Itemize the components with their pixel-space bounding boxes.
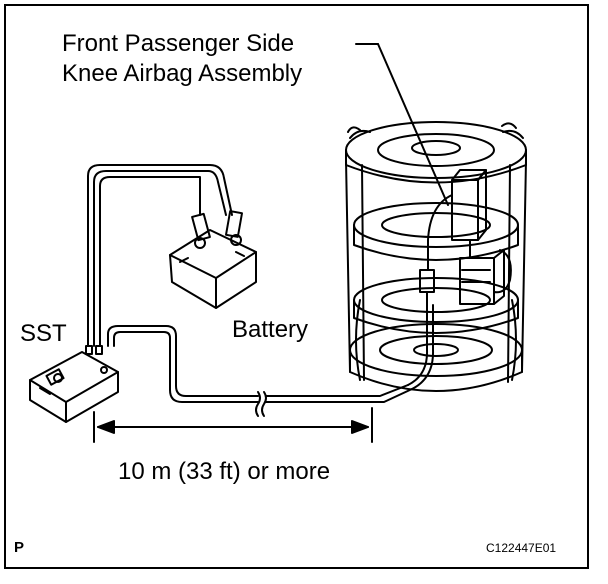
battery-label: Battery bbox=[232, 316, 309, 343]
figure-frame bbox=[4, 4, 589, 569]
distance-label: 10 m (33 ft) or more bbox=[118, 458, 331, 485]
airbag-label-line1: Front Passenger Side bbox=[62, 30, 295, 57]
airbag-harness bbox=[407, 194, 453, 390]
tire-stack bbox=[345, 121, 527, 392]
airbag-label-line2: Knee Airbag Assembly bbox=[62, 60, 303, 87]
corner-mark: P bbox=[14, 539, 25, 556]
battery bbox=[169, 210, 257, 309]
distance-dimension bbox=[93, 407, 373, 443]
knee-airbag-assembly bbox=[451, 169, 512, 305]
sst-label: SST bbox=[20, 320, 67, 347]
figure-code: C122447E01 bbox=[486, 541, 557, 555]
sst-tool bbox=[29, 345, 119, 423]
sst-battery-cables bbox=[87, 164, 233, 347]
main-cable bbox=[107, 325, 413, 417]
